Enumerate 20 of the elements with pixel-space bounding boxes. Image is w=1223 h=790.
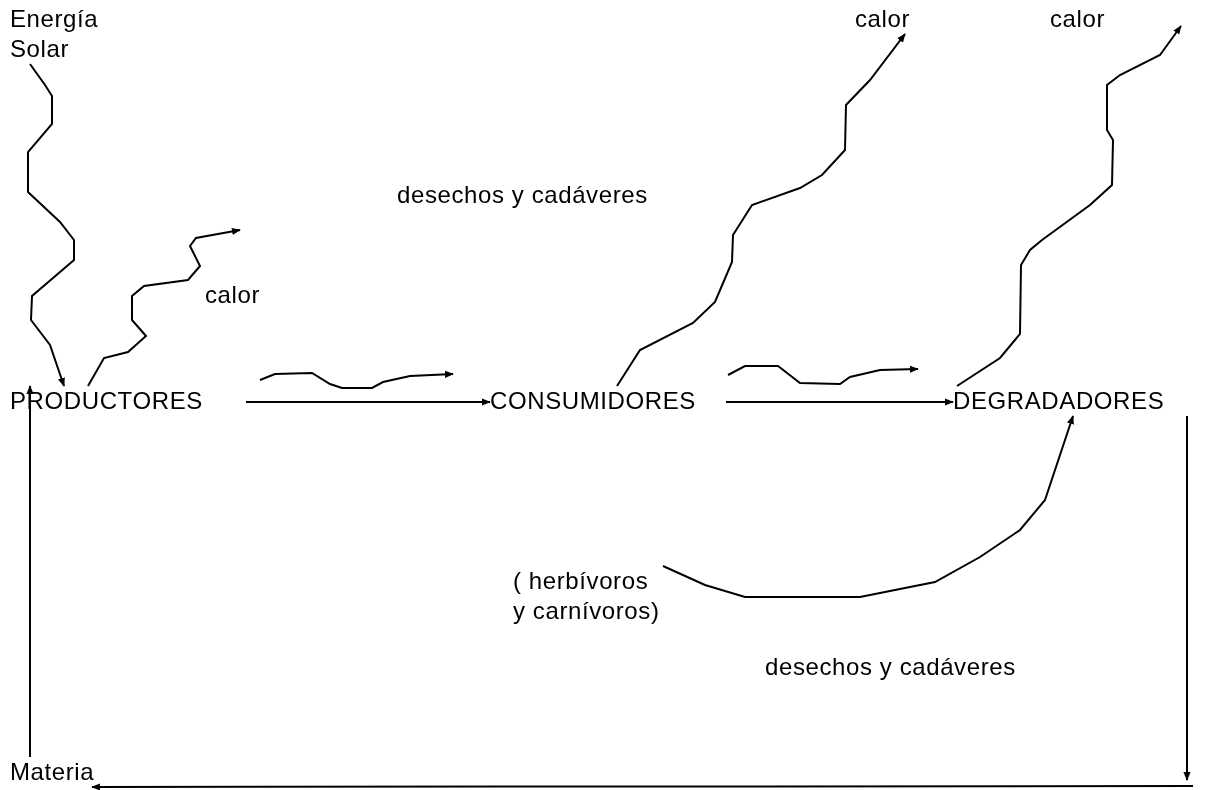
wavy-arrow <box>662 415 1074 598</box>
wavy-arrow <box>27 63 75 387</box>
node-label: calor <box>855 4 911 34</box>
arrow <box>245 398 491 406</box>
wavy-arrow <box>956 25 1182 387</box>
flow-label: calor <box>205 280 261 310</box>
node-label: DEGRADADORES <box>953 386 1188 416</box>
flow-label: desechos y cadáveres <box>397 180 648 210</box>
arrow <box>725 398 954 406</box>
wavy-arrow <box>616 33 906 387</box>
arrow <box>91 783 1194 790</box>
node-label: CONSUMIDORES <box>490 386 726 416</box>
node-label: ( herbívoros y carnívoros) <box>513 566 663 626</box>
flow-label: desechos y cadáveres <box>765 652 1016 682</box>
node-label: Materia <box>10 757 95 787</box>
node-label: Energía Solar <box>10 4 115 64</box>
arrow <box>26 385 34 758</box>
arrow <box>1183 415 1191 781</box>
flow-label: calor <box>1050 4 1106 34</box>
wavy-arrow <box>87 227 241 387</box>
